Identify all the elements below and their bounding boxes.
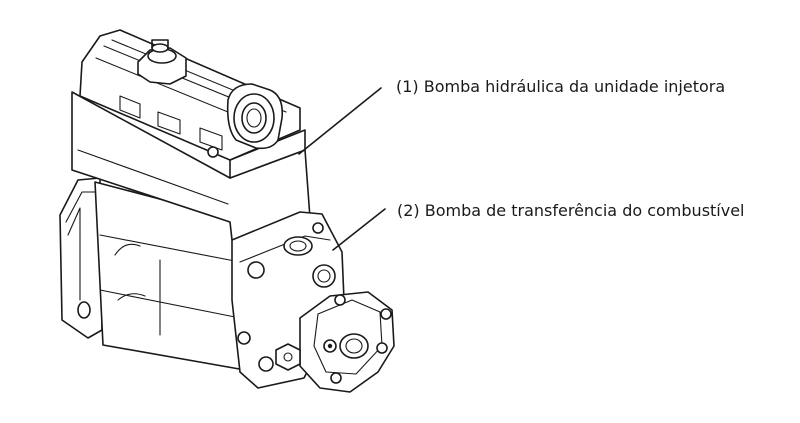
- cylinder-boss: [226, 83, 284, 150]
- leader-lines: [298, 87, 386, 251]
- callout-label-2: (2) Bomba de transferência do combustíve…: [397, 201, 745, 220]
- leader-line-2: [332, 208, 386, 251]
- leader-line-1: [298, 87, 382, 155]
- front-gear-pump: [275, 291, 395, 393]
- callout-label-1: (1) Bomba hidráulica da unidade injetora: [396, 77, 726, 96]
- top-connector: [137, 39, 187, 85]
